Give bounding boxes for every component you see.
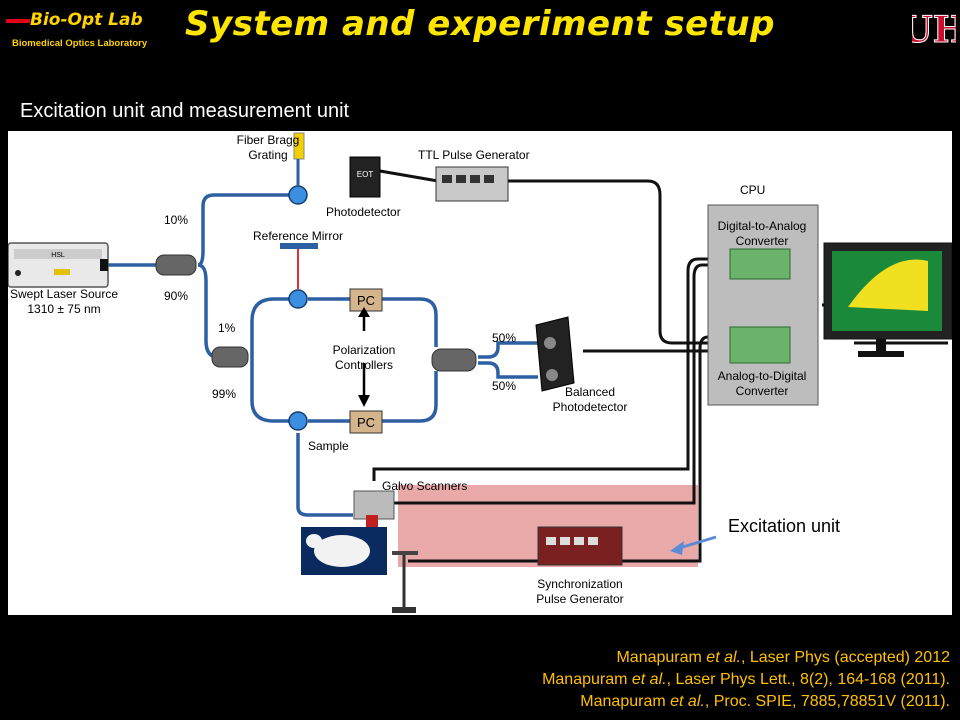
slide-title: System and experiment setup — [185, 4, 775, 44]
sample-label: Sample — [308, 439, 349, 453]
excitation-unit-label: Excitation unit — [728, 516, 841, 536]
swept-laser-label: Swept Laser Source 1310 ± 75 nm — [9, 287, 119, 316]
diagram-svg: HSL EOT — [8, 132, 952, 613]
biooptlab-logo: Bio-Opt Lab Biomedical Optics Laboratory — [6, 6, 148, 56]
circulators — [288, 185, 308, 431]
sync-label: Synchronization Pulse Generator — [536, 577, 624, 606]
logo-sub-text: Biomedical Optics Laboratory — [12, 38, 148, 49]
references: Manapuram et al., Laser Phys (accepted) … — [542, 647, 950, 713]
laser-indicator — [54, 269, 70, 275]
ttl-pulse-generator — [435, 166, 509, 202]
sync-pulse-generator — [537, 526, 623, 566]
hsl-label: HSL — [51, 252, 65, 259]
reference-3: Manapuram et al., Proc. SPIE, 7885,78851… — [580, 693, 950, 710]
cpu-tower — [707, 204, 819, 406]
subheading: Excitation unit and measurement unit — [20, 100, 350, 122]
adc-card — [729, 326, 791, 364]
split-50a-label: 50% — [492, 331, 517, 345]
reference-mirror-label: Reference Mirror — [253, 229, 344, 243]
fiber-lines — [106, 193, 538, 517]
laser-knob — [15, 270, 21, 276]
photodetector-box — [349, 156, 381, 198]
galvo-scanners — [353, 490, 395, 520]
fiber-bragg-label: Fiber Bragg Grating — [236, 133, 300, 162]
uh-logo-text: UH — [912, 9, 956, 51]
split-10-label: 10% — [164, 213, 189, 227]
couplers — [155, 254, 477, 372]
photodetector-label: Photodetector — [326, 205, 401, 219]
reference-mirror — [280, 243, 318, 249]
split-50b-label: 50% — [492, 379, 517, 393]
eot-label: EOT — [357, 170, 374, 179]
laser-front-panel — [14, 249, 102, 259]
polarization-label: Polarization Controllers — [332, 343, 396, 372]
laser-port — [100, 259, 108, 271]
signal-cables — [372, 169, 948, 563]
ttl-label: TTL Pulse Generator — [418, 148, 530, 162]
pc-bottom-label: PC — [357, 415, 375, 430]
pc-bottom-box — [349, 410, 383, 434]
split-1-label: 1% — [218, 321, 236, 335]
cpu-label: CPU — [740, 183, 766, 197]
adc-label: Analog-to-Digital Converter — [717, 369, 807, 398]
split-99-label: 99% — [212, 387, 237, 401]
balanced-photodetector-label: Balanced Photodetector — [552, 385, 628, 414]
monitor-plot — [848, 259, 928, 311]
dac-card — [729, 248, 791, 280]
logo-main-text: Bio-Opt Lab — [30, 10, 143, 30]
split-90-label: 90% — [164, 289, 189, 303]
balanced-photodetector — [535, 316, 575, 392]
reference-2: Manapuram et al., Laser Phys Lett., 8(2)… — [542, 671, 950, 688]
dac-label: Digital-to-Analog Converter — [717, 219, 807, 248]
pc-top-label: PC — [357, 293, 375, 308]
reference-1: Manapuram et al., Laser Phys (accepted) … — [616, 649, 950, 666]
logo-bar — [6, 19, 30, 23]
galvo-label: Galvo Scanners — [382, 479, 468, 493]
diagram-panel: HSL EOT — [8, 131, 952, 615]
uh-logo: UH — [912, 9, 956, 52]
